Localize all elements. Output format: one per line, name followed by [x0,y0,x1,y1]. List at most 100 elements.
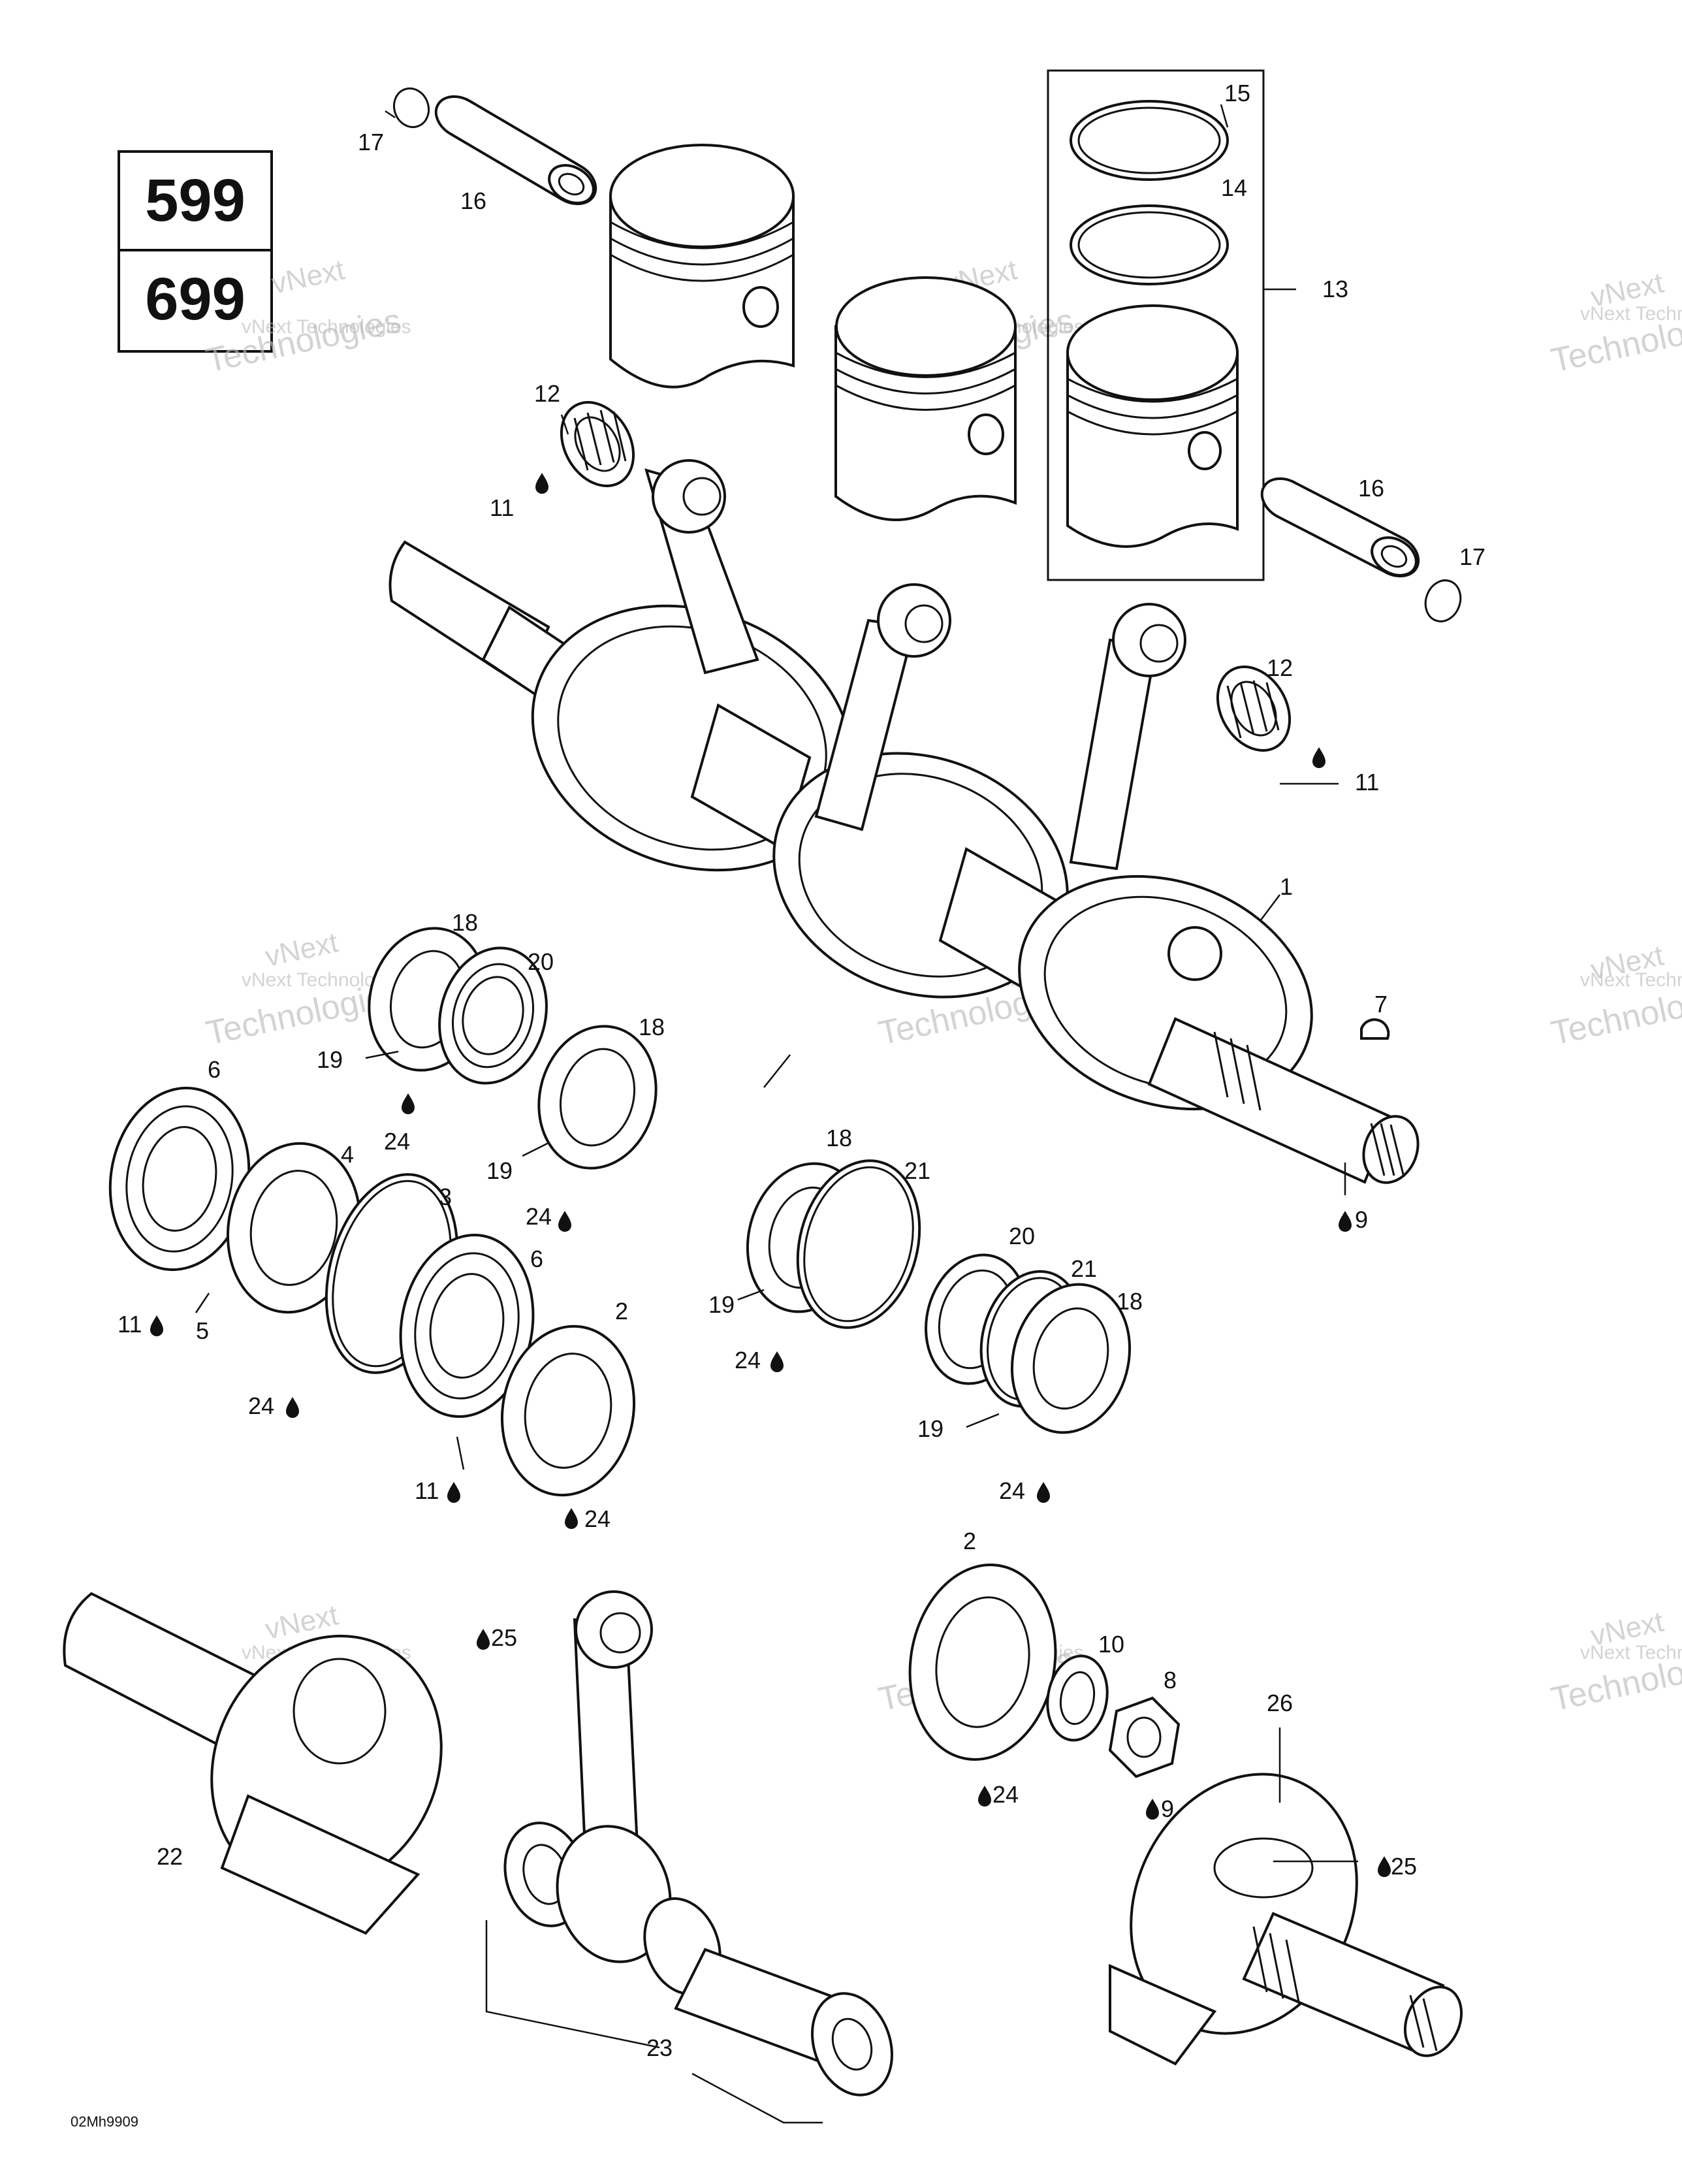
svg-text:18: 18 [639,1014,665,1040]
washer-10 [1046,1654,1109,1742]
seal-20-a [438,946,548,1085]
svg-text:21: 21 [904,1157,930,1184]
svg-text:vNext Technologies: vNext Technologies [242,316,411,338]
svg-text:vNext: vNext [269,253,347,300]
woodruff-key-7 [1360,1018,1390,1040]
piston-kit-box-13 [1047,69,1296,581]
svg-text:12: 12 [1267,654,1293,681]
circlip-17-right [1424,579,1462,622]
svg-text:9: 9 [1161,1795,1174,1822]
model-number-box: 599 699 [118,150,273,353]
svg-text:24: 24 [992,1781,1019,1808]
svg-text:3: 3 [439,1183,452,1210]
needle-bearing-12 [560,401,635,487]
oil-seal-6-a [108,1086,251,1272]
svg-text:Technologies: Technologies [202,302,404,380]
svg-text:18: 18 [452,909,478,936]
svg-text:22: 22 [157,1843,183,1870]
connecting-rod-kit-23 [485,1590,893,2124]
svg-text:vNext: vNext [262,926,341,972]
svg-text:21: 21 [1071,1255,1097,1282]
svg-text:vNext Technologies: vNext Technologies [1580,969,1682,991]
svg-text:11: 11 [118,1311,142,1338]
ball-bearing-4 [226,1142,362,1314]
oil-drop-icon [477,1629,490,1650]
svg-text:12: 12 [534,380,560,407]
svg-text:18: 18 [1117,1288,1143,1315]
crankshaft-1 [389,459,1420,1184]
needle-bearing-12-right [1216,666,1292,752]
model-599-label: 599 [145,167,246,234]
oil-drop-icon [447,1482,460,1503]
svg-text:10: 10 [1098,1631,1124,1658]
svg-text:20: 20 [1009,1223,1035,1249]
watermark-6: vNext vNext Technologies Technologies [1547,939,1682,1052]
svg-text:19: 19 [917,1415,944,1442]
svg-text:24: 24 [584,1505,611,1532]
svg-text:17: 17 [358,129,384,155]
figure-code: 02Mh9909 [71,2113,138,2130]
piston-kit [1066,304,1239,548]
svg-text:vNext Technologies: vNext Technologies [1580,303,1682,325]
svg-text:5: 5 [196,1317,209,1344]
svg-text:19: 19 [708,1291,735,1318]
nut-8 [1108,1696,1181,1778]
svg-text:24: 24 [248,1392,274,1419]
ball-bearing-2-a [500,1325,636,1497]
svg-text:vNext Technologies: vNext Technologies [1580,1642,1682,1663]
svg-text:16: 16 [460,187,486,214]
svg-text:7: 7 [1374,991,1388,1018]
oil-seal-6-b [399,1234,535,1418]
svg-text:6: 6 [208,1056,221,1083]
svg-text:24: 24 [384,1128,410,1155]
piston-pin-16-right [1260,477,1420,578]
svg-text:16: 16 [1358,475,1384,502]
oil-drop-icon [402,1093,415,1114]
svg-text:19: 19 [317,1046,343,1073]
watermark-1: vNext vNext Technologies Technologies [202,253,411,379]
svg-text:25: 25 [1391,1853,1417,1880]
oil-drop-icon [1312,747,1325,768]
svg-text:14: 14 [1221,174,1247,201]
svg-text:18: 18 [826,1125,852,1151]
svg-text:9: 9 [1355,1206,1368,1233]
svg-text:2: 2 [615,1298,628,1325]
svg-text:24: 24 [735,1347,761,1373]
svg-text:24: 24 [999,1477,1025,1504]
watermark-3: vNext vNext Technologies Technologies [1547,266,1682,379]
ring-21-a [796,1159,921,1329]
svg-text:13: 13 [1322,276,1348,302]
crankshaft-half-26 [1109,1727,1463,2066]
svg-text:11: 11 [1355,769,1379,795]
svg-text:20: 20 [528,948,554,975]
svg-text:15: 15 [1224,80,1250,106]
oil-drop-icon [978,1786,991,1807]
circlip-17 [393,87,430,129]
oil-drop-icon [1339,1211,1352,1232]
ball-bearing-2-b [908,1564,1057,1761]
piston-middle [834,276,1017,521]
svg-text:1: 1 [1280,873,1293,900]
callout-labels: 1 2 2 2 3 4 5 6 6 7 8 9 9 10 11 11 11 11… [118,80,1485,2061]
svg-text:23: 23 [646,2034,673,2061]
svg-text:19: 19 [486,1157,513,1184]
piston-ring-14 [1070,204,1229,285]
crankshaft-half-22 [63,1592,443,1935]
model-699-label: 699 [120,249,270,347]
oil-drop-icon [150,1315,163,1336]
piston-pin-16 [434,95,597,206]
ball-bearing-18-d [1010,1283,1132,1434]
oil-drop-icon [565,1508,578,1529]
piston-ring-15 [1070,100,1229,181]
oil-drop-icon [1146,1799,1159,1820]
piston-left [609,144,795,389]
watermark-9: vNext vNext Technologies Technologies [1547,1605,1682,1718]
oil-drop-icon [535,473,548,494]
oil-drop-icon [286,1397,299,1418]
svg-text:25: 25 [491,1624,517,1651]
oil-drop-icon [770,1351,784,1372]
svg-text:11: 11 [490,494,514,521]
oil-drop-icon [558,1211,571,1232]
svg-text:2: 2 [963,1528,976,1554]
